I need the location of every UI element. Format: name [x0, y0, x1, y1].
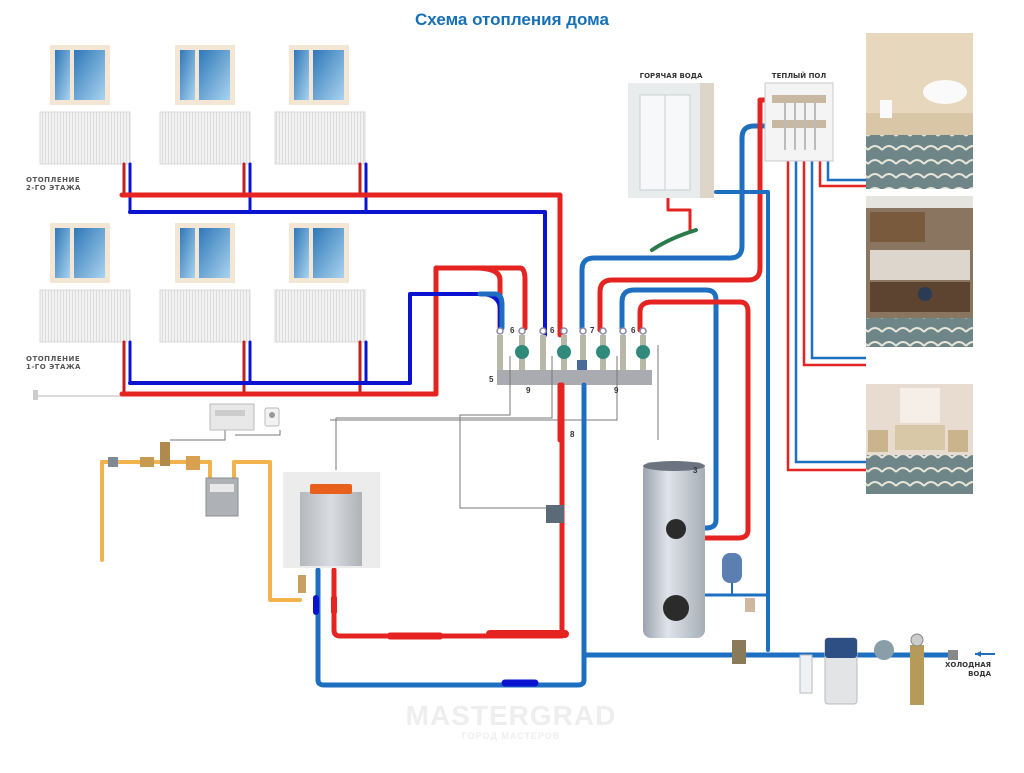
gas-piping	[100, 460, 302, 602]
boiler-gas-valve	[298, 575, 306, 593]
circulation-pump	[596, 345, 610, 359]
gas-strainer	[186, 456, 200, 470]
safety-valve	[745, 598, 755, 612]
callout-3: 3	[693, 466, 698, 475]
floor1-label-line1: ОТОПЛЕНИЕ	[26, 355, 81, 363]
floor2-label-line1: ОТОПЛЕНИЕ	[26, 176, 81, 184]
callout-8: 8	[570, 430, 575, 439]
mixing-valve	[577, 360, 587, 370]
floor1-label-line2: 1-ГО ЭТАЖА	[26, 363, 81, 371]
room-thermostat-sensor	[33, 390, 122, 400]
circulation-pump	[515, 345, 529, 359]
circulation-pump	[636, 345, 650, 359]
watermark-brand: MASTERGRAD	[405, 700, 617, 731]
callout-5: 5	[489, 375, 494, 384]
coarse-filter	[910, 645, 924, 705]
pressure-reducer	[732, 640, 746, 664]
room-photo-kitchen	[866, 196, 973, 347]
floor2-piping	[119, 162, 563, 338]
hot-water-label: ГОРЯЧАЯ ВОДА	[639, 72, 703, 80]
window	[289, 223, 349, 283]
cold-water-label: ХОЛОДНАЯ ВОДА	[945, 661, 991, 679]
radiator	[274, 289, 366, 343]
gas-fittings	[108, 442, 306, 593]
callout-6: 6	[510, 326, 515, 335]
window	[175, 223, 235, 283]
room-photo-bathroom	[866, 33, 973, 189]
radiator	[39, 289, 131, 343]
callout-6: 6	[550, 326, 555, 335]
window	[289, 45, 349, 105]
window	[175, 45, 235, 105]
underfloor-manifold-cabinet	[764, 82, 834, 162]
callout-9: 9	[526, 386, 531, 395]
room-photo-living-room	[866, 384, 973, 494]
radiator	[274, 111, 366, 165]
window	[50, 223, 110, 283]
hot-water-tank	[643, 461, 705, 638]
floor2-supply-pipe	[119, 192, 563, 338]
boiler-pump	[546, 505, 564, 523]
floor1-radiators	[39, 289, 366, 343]
water-filter	[799, 654, 813, 694]
floor2-label-line2: 2-ГО ЭТАЖА	[26, 184, 81, 192]
gas-solenoid	[160, 442, 170, 466]
cold-water-equipment	[732, 633, 995, 705]
inlet-valve	[948, 650, 958, 660]
gas-boiler	[283, 472, 380, 568]
underfloor-loops	[786, 160, 866, 472]
boiler-controller	[209, 403, 255, 431]
radiator	[159, 289, 251, 343]
callout-9: 9	[614, 386, 619, 395]
callout-7: 7	[590, 326, 595, 335]
floor2-windows	[50, 45, 349, 105]
distribution-piping	[579, 97, 781, 652]
cold-water-line2: ВОДА	[968, 670, 992, 678]
page-title: Схема отопления дома	[415, 10, 609, 29]
radiator	[159, 111, 251, 165]
boiler-return-pipe	[315, 382, 587, 688]
watermark-tagline: ГОРОД МАСТЕРОВ	[461, 731, 561, 741]
shower-cabin-image	[628, 83, 714, 198]
floor2-return-pipe	[128, 210, 547, 337]
floor2-heating-label: ОТОПЛЕНИЕ 2-ГО ЭТАЖА	[26, 176, 81, 192]
circulation-pump	[557, 345, 571, 359]
pump-manifold-group	[496, 327, 652, 385]
cold-water-line1: ХОЛОДНАЯ	[945, 661, 992, 669]
floor2-radiators	[39, 111, 366, 165]
gas-valve	[140, 457, 154, 467]
gas-filter	[108, 457, 118, 467]
floor1-piping	[119, 265, 528, 397]
radiator	[39, 111, 131, 165]
callout-6: 6	[631, 326, 636, 335]
floor1-heating-label: ОТОПЛЕНИЕ 1-ГО ЭТАЖА	[26, 355, 81, 371]
water-meter	[874, 640, 894, 660]
floor1-windows	[50, 223, 349, 283]
room-thermostat	[264, 407, 280, 427]
boiler-supply-pipe	[331, 382, 565, 639]
expansion-vessel	[722, 553, 742, 595]
control-wiring	[170, 345, 659, 509]
manifold-bar	[497, 370, 652, 385]
window	[50, 45, 110, 105]
underfloor-heating-label: ТЕПЛЫЙ ПОЛ	[771, 72, 827, 80]
gas-meter	[205, 477, 239, 517]
